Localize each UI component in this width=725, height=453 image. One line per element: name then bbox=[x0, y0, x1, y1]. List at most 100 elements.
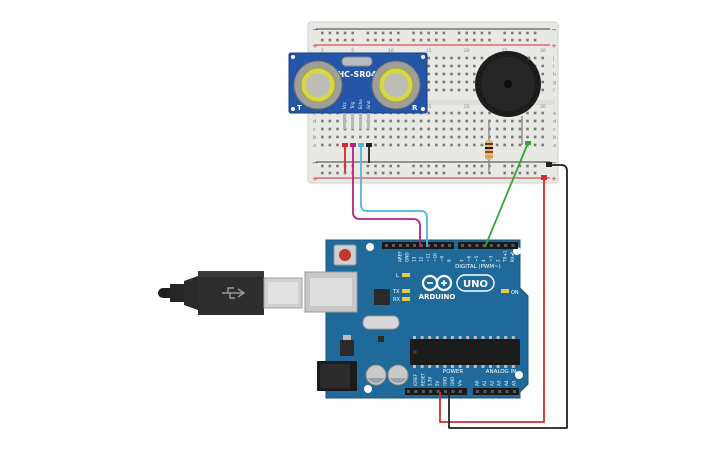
breadboard-hole bbox=[321, 127, 324, 131]
breadboard-hole bbox=[374, 119, 377, 123]
breadboard-hole bbox=[541, 88, 544, 92]
breadboard-hole bbox=[442, 119, 446, 123]
rail-hole bbox=[419, 164, 423, 168]
rail-hole bbox=[389, 164, 392, 168]
breadboard-hole bbox=[321, 143, 324, 147]
breadboard-hole bbox=[328, 143, 332, 147]
breadboard-hole bbox=[374, 127, 377, 131]
power-section-label: POWER bbox=[443, 369, 464, 375]
atmega-chip bbox=[410, 336, 520, 368]
breadboard-hole bbox=[457, 111, 461, 115]
breadboard-hole bbox=[381, 127, 385, 131]
digital-pin-label: ~10 bbox=[433, 253, 438, 262]
analog-pin-label: A0 bbox=[475, 380, 480, 386]
digital-pin-label: TX➜1 bbox=[503, 250, 508, 263]
breadboard-hole bbox=[435, 127, 438, 131]
breadboard-hole bbox=[473, 135, 476, 139]
rail-hole bbox=[397, 171, 400, 175]
arduino-uno-board: L TX RX ON ARDUINO UNO DIG bbox=[304, 239, 529, 399]
breadboard-hole bbox=[435, 119, 438, 123]
breadboard-hole bbox=[465, 88, 468, 92]
rail-hole bbox=[374, 171, 377, 175]
breadboard-hole bbox=[435, 111, 438, 115]
power-pin-label: 3.3V bbox=[428, 377, 433, 386]
rail-hole bbox=[343, 38, 347, 42]
breadboard-hole bbox=[511, 135, 514, 139]
breadboard-hole bbox=[404, 127, 408, 131]
rail-hole bbox=[473, 38, 476, 42]
breadboard-hole bbox=[465, 127, 468, 131]
breadboard-hole bbox=[427, 72, 430, 76]
rail-hole bbox=[328, 171, 332, 175]
rail-hole bbox=[480, 164, 484, 168]
rail-hole bbox=[465, 38, 468, 42]
rail-hole bbox=[465, 164, 468, 168]
row-letter: d bbox=[313, 119, 316, 125]
digital-pin-label: ~9 bbox=[440, 255, 445, 262]
wire-magenta-trig bbox=[352, 145, 421, 247]
rail-hole bbox=[457, 38, 461, 42]
rail-hole bbox=[526, 31, 529, 35]
wire-black-gnd bbox=[448, 164, 568, 429]
breadboard-hole bbox=[473, 56, 476, 60]
digital-pin-label: ~5 bbox=[474, 255, 479, 262]
breadboard-hole bbox=[465, 143, 468, 147]
power-pin-label: RESET bbox=[420, 373, 425, 386]
breadboard-hole bbox=[511, 119, 514, 123]
rail-hole bbox=[328, 38, 332, 42]
rail-hole bbox=[435, 38, 438, 42]
rail-hole bbox=[480, 38, 484, 42]
rail-hole bbox=[473, 171, 476, 175]
analog-section-label: ANALOG IN bbox=[486, 369, 517, 375]
breadboard-hole bbox=[442, 72, 446, 76]
breadboard-hole bbox=[381, 135, 385, 139]
rail-hole bbox=[427, 171, 430, 175]
rail-hole bbox=[381, 31, 385, 35]
breadboard-hole bbox=[427, 111, 430, 115]
rail-hole bbox=[457, 31, 461, 35]
breadboard-hole bbox=[526, 127, 529, 131]
rail-hole bbox=[343, 31, 347, 35]
sensor-pin-label: Gnd bbox=[366, 100, 371, 109]
breadboard-hole bbox=[435, 135, 438, 139]
breadboard-hole bbox=[397, 127, 400, 131]
breadboard-hole bbox=[336, 119, 339, 123]
digital-pin-label: ~6 bbox=[467, 255, 472, 262]
column-number: 15 bbox=[426, 104, 432, 110]
rail-hole bbox=[366, 171, 370, 175]
breadboard-hole bbox=[450, 127, 453, 131]
wire-green-buzzer bbox=[484, 142, 529, 248]
breadboard-hole bbox=[473, 72, 476, 76]
breadboard-hole bbox=[427, 64, 430, 68]
breadboard-hole bbox=[397, 143, 400, 147]
column-number: 1 bbox=[321, 48, 324, 54]
breadboard-hole bbox=[412, 143, 415, 147]
rail-hole bbox=[351, 31, 354, 35]
breadboard-hole bbox=[397, 135, 400, 139]
breadboard-hole bbox=[427, 135, 430, 139]
rail-hole bbox=[457, 171, 461, 175]
rail-hole bbox=[336, 31, 339, 35]
breadboard-hole bbox=[442, 64, 446, 68]
reset-button[interactable] bbox=[333, 244, 357, 266]
rail-hole bbox=[343, 171, 347, 175]
breadboard-hole bbox=[427, 80, 430, 84]
digital-pin-label: RX◂0 bbox=[510, 251, 515, 262]
breadboard-hole bbox=[442, 56, 446, 60]
rail-hole bbox=[351, 38, 354, 42]
breadboard-hole bbox=[442, 80, 446, 84]
breadboard-hole bbox=[511, 127, 514, 131]
rail-hole bbox=[533, 164, 537, 168]
rail-hole bbox=[465, 171, 468, 175]
sensor-model-label: HC-SR04 bbox=[337, 70, 377, 79]
breadboard-hole bbox=[389, 143, 392, 147]
breadboard-hole bbox=[480, 119, 484, 123]
breadboard-hole bbox=[465, 64, 468, 68]
breadboard-hole bbox=[412, 135, 415, 139]
rail-hole bbox=[381, 38, 385, 42]
breadboard-hole bbox=[435, 64, 438, 68]
breadboard-hole bbox=[427, 119, 430, 123]
digital-pin-label: 13 bbox=[412, 256, 417, 262]
rail-hole bbox=[435, 31, 438, 35]
breadboard-hole bbox=[495, 127, 499, 131]
